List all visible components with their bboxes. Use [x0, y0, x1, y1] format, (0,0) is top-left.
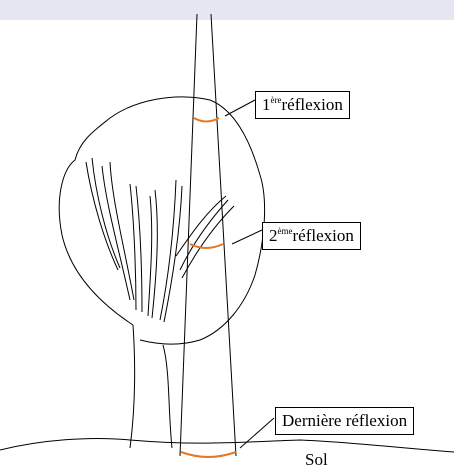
- label-first-suffix: ère: [271, 95, 282, 105]
- label-ground: Sol: [305, 450, 328, 468]
- label-second-reflection: 2èmeréflexion: [262, 222, 361, 250]
- label-first-word: réflexion: [282, 95, 343, 114]
- label-last-reflection: Dernière réflexion: [275, 407, 414, 435]
- label-second-number: 2: [269, 226, 278, 245]
- label-second-word: réflexion: [293, 226, 354, 245]
- label-last-text: Dernière réflexion: [282, 411, 407, 430]
- label-second-suffix: ème: [278, 226, 293, 236]
- drawing-panel: [0, 20, 454, 468]
- label-first-reflection: 1èreréflexion: [255, 91, 350, 119]
- label-first-number: 1: [262, 95, 271, 114]
